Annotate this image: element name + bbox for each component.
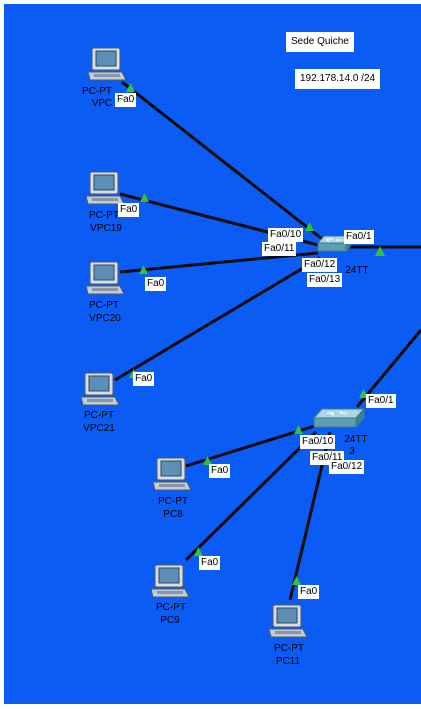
port-label: Fa0/12 [302,258,338,272]
pc-name-label: PC8 [163,509,183,520]
pc-type-label: PC-PT [158,496,188,507]
switch-icon[interactable] [312,407,366,429]
pc-name-label: VPC21 [83,423,115,434]
pc-icon[interactable] [268,604,308,638]
pc-icon[interactable] [85,171,125,205]
pc-type-label: PC-PT [89,300,119,311]
switch-name-label: 3 [349,446,355,457]
switch-icon[interactable] [316,234,354,253]
link-up-indicator [203,456,212,465]
pc-name-label: PC11 [275,656,301,667]
port-label: Fa0/12 [329,460,365,474]
port-label: Fa0/13 [307,273,343,287]
pc-type-label: PC-PT [156,602,186,613]
link-up-indicator [375,246,385,256]
network-address-note[interactable]: 192.178.14.0 /24 [295,69,381,89]
link-up-indicator [305,222,314,231]
pc-name-label: VPC [91,98,113,109]
link-up-indicator [292,576,301,585]
link-up-indicator [126,83,135,92]
port-label: Fa0 [209,464,231,478]
pc-name-label: VPC19 [90,223,122,234]
link-up-indicator [359,389,368,398]
port-label: Fa0 [298,585,320,599]
link-up-indicator [140,193,149,202]
pc-type-label: PC-PT [82,86,112,97]
pc-type-label: PC-PT [84,410,114,421]
port-label: Fa0 [199,556,221,570]
port-label: Fa0 [115,93,137,107]
pc-icon[interactable] [85,261,125,295]
port-label: Fa0 [145,277,167,291]
port-label: Fa0/1 [344,230,374,244]
pc-name-label: PC9 [160,615,180,626]
switch-model-label: 24TT [344,434,368,445]
link-up-indicator [294,425,303,434]
link-vpc21[interactable] [114,256,321,382]
pc-name-label: VPC20 [89,313,121,324]
link-up-indicator [139,265,148,274]
link-up-indicator [194,547,203,556]
pc-icon[interactable] [152,457,192,491]
port-label: Fa0/1 [366,394,396,408]
pc-type-label: PC-PT [274,643,304,654]
site-name-note[interactable]: Sede Quiche [286,32,354,52]
pc-icon[interactable] [80,372,120,406]
link-vpc-top[interactable] [121,80,327,244]
port-label: Fa0 [133,372,155,386]
pc-icon[interactable] [87,47,127,81]
pc-type-label: PC-PT [89,210,119,221]
site-area-background [4,4,421,704]
switch-model-label: 24TT [345,265,369,276]
link-pc9[interactable] [184,430,318,562]
port-label: Fa0/10 [268,228,304,242]
port-label: Fa0/11 [262,242,297,256]
port-label: Fa0 [118,203,140,217]
pc-icon[interactable] [150,564,190,598]
link-vpc20[interactable] [119,251,319,274]
port-label: Fa0/10 [300,435,336,449]
